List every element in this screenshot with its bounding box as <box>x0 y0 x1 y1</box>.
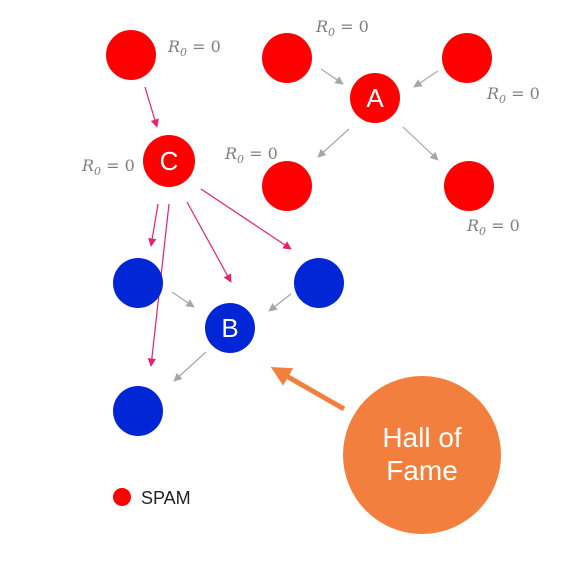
spam-node-top-left <box>106 30 156 80</box>
r0-label-top-right: R0 = 0 <box>486 84 540 106</box>
r0-label-top-left: R0 = 0 <box>167 37 221 59</box>
legend: SPAM <box>113 488 191 508</box>
node-b: B <box>205 303 255 353</box>
r0-label-top-mid: R0 = 0 <box>315 17 369 39</box>
edge-b-to-blue-bottom <box>173 351 207 382</box>
edge-blue-left-to-b <box>171 291 195 308</box>
node-b-label: B <box>221 313 238 343</box>
hall-of-fame-callout: Hall of Fame <box>343 376 501 534</box>
legend-spam-label: SPAM <box>141 488 191 508</box>
edge-blue-right-to-b <box>268 293 292 312</box>
hall-of-fame-arrow <box>270 367 346 412</box>
edge-c-to-blue-right <box>200 188 292 250</box>
spam-node-top-right <box>442 33 492 83</box>
hall-of-fame-circle <box>343 376 501 534</box>
edge-top-mid-to-a <box>320 68 344 85</box>
spam-node-top-mid <box>262 33 312 83</box>
edge-a-to-mid-left <box>317 128 350 158</box>
edge-c-to-blue-top-left <box>148 203 159 247</box>
blue-node-right <box>294 258 344 308</box>
spam-node-mid-left <box>262 161 312 211</box>
edge-top-right-to-a <box>413 70 439 88</box>
blue-node-bottom <box>113 386 163 436</box>
node-c: C <box>143 135 195 187</box>
hall-of-fame-line1: Hall of <box>382 422 462 453</box>
node-a: A <box>350 73 400 123</box>
r0-label-mid-right: R0 = 0 <box>466 216 520 238</box>
edge-top-left-to-c <box>144 86 159 128</box>
blue-node-left <box>113 258 163 308</box>
r0-label-c: R0 = 0 <box>81 156 135 178</box>
node-c-circle <box>143 135 195 187</box>
legend-spam-swatch <box>113 488 131 506</box>
node-c-label: C <box>160 146 179 176</box>
edge-c-to-b <box>186 201 232 283</box>
hall-of-fame-line2: Fame <box>386 455 458 486</box>
node-b-circle <box>205 303 255 353</box>
node-a-circle <box>350 73 400 123</box>
r0-label-mid-left: R0 = 0 <box>224 144 278 166</box>
edge-a-to-mid-right <box>402 126 439 161</box>
node-a-label: A <box>366 83 384 113</box>
spam-node-mid-right <box>444 161 494 211</box>
